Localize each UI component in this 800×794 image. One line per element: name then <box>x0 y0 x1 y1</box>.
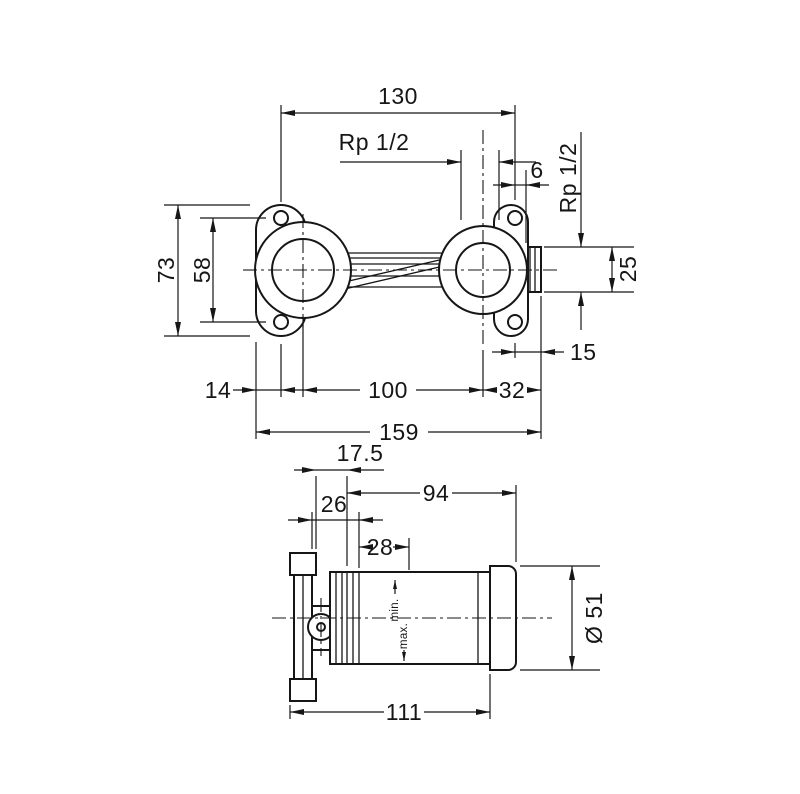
dim-rp-half-top: Rp 1/2 <box>339 129 410 155</box>
dim-14: 14 <box>205 377 232 403</box>
label-max: max. <box>398 623 410 649</box>
side-view: min. max. <box>272 440 607 725</box>
dim-6: 6 <box>530 157 543 183</box>
dim-28: 28 <box>367 534 394 560</box>
extension-lines-side <box>289 476 600 719</box>
dim-15: 15 <box>570 339 597 365</box>
screw-holes <box>273 210 523 330</box>
dim-159: 159 <box>379 419 419 445</box>
dim-32: 32 <box>499 377 526 403</box>
centerlines-front <box>243 130 560 346</box>
dim-25: 25 <box>615 256 641 283</box>
dimension-lines-side <box>288 467 575 715</box>
dim-rp-half-side: Rp 1/2 <box>555 143 581 214</box>
dim-17-5: 17.5 <box>337 440 384 466</box>
dim-130: 130 <box>378 83 418 109</box>
centerlines-side <box>272 598 552 656</box>
dim-26: 26 <box>321 491 348 517</box>
dim-58: 58 <box>189 257 215 284</box>
wall-bracket <box>289 552 335 702</box>
front-view: 130 Rp 1/2 6 Rp 1/2 25 73 58 14 100 32 1… <box>153 83 641 445</box>
label-min: min. <box>389 599 401 622</box>
dim-100: 100 <box>368 377 408 403</box>
dim-111: 111 <box>386 699 422 725</box>
dim-94: 94 <box>423 480 450 506</box>
dim-73: 73 <box>153 257 179 284</box>
dimension-lines-front <box>175 110 615 435</box>
dim-diameter-51: Ø 51 <box>581 592 607 644</box>
depth-marks: min. max. <box>389 580 410 661</box>
